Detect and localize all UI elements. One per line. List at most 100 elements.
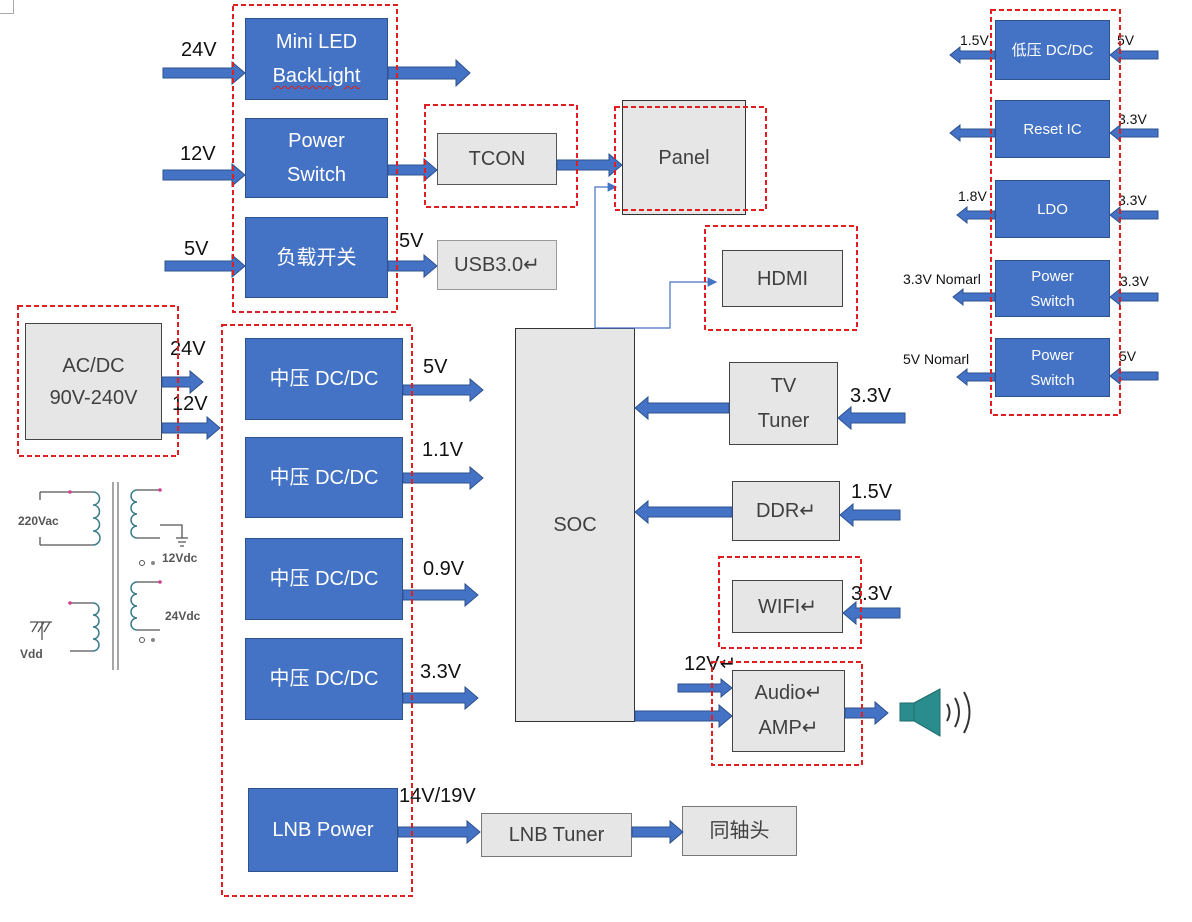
acdc-line1: AC/DC bbox=[62, 354, 125, 377]
dcdc-0v9-block[interactable]: 中压 DC/DC bbox=[245, 538, 403, 620]
arrow-3v3-in-tv-tuner bbox=[837, 405, 906, 431]
tcon-block[interactable]: TCON bbox=[437, 133, 557, 185]
arrow-tcon-to-panel bbox=[556, 152, 623, 178]
arrow-ldo-in bbox=[1109, 205, 1159, 225]
reset-ic-block[interactable]: Reset IC bbox=[995, 100, 1110, 158]
ddr-label: DDR↵ bbox=[755, 500, 817, 522]
transformer-24v-label: 24Vdc bbox=[165, 609, 201, 623]
aux-label-line2: Switch bbox=[1030, 292, 1075, 310]
ddr-input-voltage: 1.5V bbox=[851, 481, 893, 503]
arrow-low-dcdc-in bbox=[1109, 45, 1159, 65]
dcdc-1v1-block[interactable]: 中压 DC/DC bbox=[245, 437, 403, 518]
arrow-acdc-24v-out bbox=[161, 369, 204, 395]
dcdc-label: 中压 DC/DC bbox=[269, 668, 379, 690]
wifi-block[interactable]: WIFI↵ bbox=[732, 580, 843, 633]
arrow-lnb-tuner-to-coax bbox=[631, 819, 684, 845]
arrow-ldo-out bbox=[956, 205, 996, 225]
soc-to-hdmi-connector bbox=[595, 277, 718, 329]
acdc-line2: 90V-240V bbox=[49, 386, 138, 409]
usb-block[interactable]: USB3.0↵ bbox=[437, 240, 557, 290]
transformer-vdd-label: Vdd bbox=[20, 647, 43, 661]
arrow-power-switch-5v-out bbox=[956, 367, 996, 387]
aux-power-switch-3v3-block[interactable]: Power Switch bbox=[995, 260, 1110, 317]
transformer-primary-label: 220Vac bbox=[18, 514, 59, 528]
tv-tuner-block[interactable]: TV Tuner bbox=[729, 362, 838, 445]
aux-label-line1: Power bbox=[1031, 346, 1074, 364]
dcdc-5v-block[interactable]: 中压 DC/DC bbox=[245, 338, 403, 420]
soc-label: SOC bbox=[553, 514, 597, 536]
aux-input-voltage: 3.3V bbox=[1118, 111, 1147, 127]
mini-led-backlight-block[interactable]: Mini LED BackLight bbox=[245, 18, 388, 100]
load-switch-input-voltage: 5V bbox=[184, 238, 209, 260]
aux-label: Reset IC bbox=[1023, 120, 1082, 138]
lnb-power-output-voltage: 14V/19V bbox=[399, 785, 476, 807]
aux-input-voltage: 5V bbox=[1119, 348, 1137, 364]
panel-block[interactable]: Panel bbox=[622, 100, 746, 215]
backlight-line2: BackLight bbox=[272, 65, 361, 87]
coax-connector-block[interactable]: 同轴头 bbox=[682, 806, 797, 856]
tv-tuner-line2: Tuner bbox=[757, 409, 810, 432]
load-switch-block[interactable]: 负载开关 bbox=[245, 217, 388, 298]
hdmi-block[interactable]: HDMI bbox=[722, 250, 843, 307]
panel-label: Panel bbox=[658, 146, 710, 169]
tcon-label: TCON bbox=[468, 148, 526, 170]
aux-label: 低压 DC/DC bbox=[1011, 41, 1094, 59]
soc-to-panel-connector bbox=[594, 182, 618, 328]
aux-output-voltage: 5V Nomarl bbox=[903, 351, 970, 367]
arrow-ddr-to-soc bbox=[634, 499, 733, 525]
arrow-power-switch-3v3-in bbox=[1109, 287, 1159, 307]
low-voltage-dcdc-block[interactable]: 低压 DC/DC bbox=[995, 20, 1110, 80]
arrow-dcdc-1v1-out bbox=[402, 465, 484, 491]
usb-label: USB3.0↵ bbox=[454, 254, 540, 276]
dcdc-output-voltage: 0.9V bbox=[423, 558, 465, 580]
arrow-acdc-12v-out bbox=[161, 415, 221, 441]
arrow-dcdc-5v-out bbox=[402, 377, 484, 403]
dcdc-label: 中压 DC/DC bbox=[269, 568, 379, 590]
dcdc-3v3-block[interactable]: 中压 DC/DC bbox=[245, 638, 403, 720]
arrow-24v-in-backlight bbox=[162, 60, 246, 86]
acdc-12v-output: 12V bbox=[172, 393, 208, 415]
dcdc-label: 中压 DC/DC bbox=[269, 466, 379, 489]
transformer-schematic: 220Vac 12Vdc 24Vdc Vdd bbox=[18, 482, 201, 670]
arrow-audio-amp-to-speaker bbox=[844, 700, 889, 726]
ddr-block[interactable]: DDR↵ bbox=[732, 481, 840, 541]
power-switch-line2: Switch bbox=[287, 164, 346, 186]
load-switch-output-voltage: 5V bbox=[399, 230, 424, 252]
soc-block[interactable]: SOC bbox=[515, 328, 635, 722]
wifi-input-voltage: 3.3V bbox=[851, 583, 893, 605]
acdc-24v-output: 24V bbox=[170, 338, 206, 360]
power-switch-line1: Power bbox=[288, 130, 345, 152]
tv-tuner-line1: TV bbox=[770, 374, 797, 397]
dcdc-label: 中压 DC/DC bbox=[269, 368, 379, 390]
lnb-power-block[interactable]: LNB Power bbox=[248, 788, 398, 872]
corner-mark bbox=[0, 0, 14, 14]
backlight-line1: Mini LED bbox=[275, 31, 358, 53]
arrow-dcdc-0v9-out bbox=[402, 582, 479, 608]
power-switch-block[interactable]: Power Switch bbox=[245, 118, 388, 198]
power-switch-input-voltage: 12V bbox=[180, 143, 216, 165]
aux-label-line2: Switch bbox=[1030, 371, 1075, 389]
arrow-tv-tuner-to-soc bbox=[634, 395, 730, 421]
dcdc-output-voltage: 3.3V bbox=[420, 661, 462, 683]
arrow-soc-to-audio-amp bbox=[634, 703, 733, 729]
arrow-backlight-out bbox=[387, 58, 471, 88]
load-switch-label: 负载开关 bbox=[276, 246, 357, 269]
audio-amp-line1: Audio↵ bbox=[754, 682, 823, 704]
audio-amp-block[interactable]: Audio↵ AMP↵ bbox=[732, 670, 845, 752]
backlight-input-voltage: 24V bbox=[181, 39, 217, 61]
audio-amp-input-voltage: 12V↵ bbox=[684, 653, 737, 675]
arrow-lnb-power-to-lnb-tuner bbox=[397, 819, 481, 845]
aux-label-line1: Power bbox=[1031, 267, 1074, 285]
aux-input-voltage: 3.3V bbox=[1120, 273, 1149, 289]
lnb-tuner-block[interactable]: LNB Tuner bbox=[481, 813, 632, 857]
hdmi-label: HDMI bbox=[756, 267, 809, 290]
speaker-icon bbox=[899, 688, 971, 737]
transformer-12v-label: 12Vdc bbox=[162, 551, 198, 565]
aux-output-voltage: 3.3V Nomarl bbox=[903, 271, 981, 287]
aux-output-voltage: 1.8V bbox=[958, 188, 987, 204]
aux-input-voltage: 3.3V bbox=[1118, 192, 1147, 208]
aux-label: LDO bbox=[1037, 200, 1068, 218]
acdc-block[interactable]: AC/DC 90V-240V bbox=[25, 323, 162, 440]
ldo-block[interactable]: LDO bbox=[995, 180, 1110, 238]
aux-power-switch-5v-block[interactable]: Power Switch bbox=[995, 338, 1110, 397]
